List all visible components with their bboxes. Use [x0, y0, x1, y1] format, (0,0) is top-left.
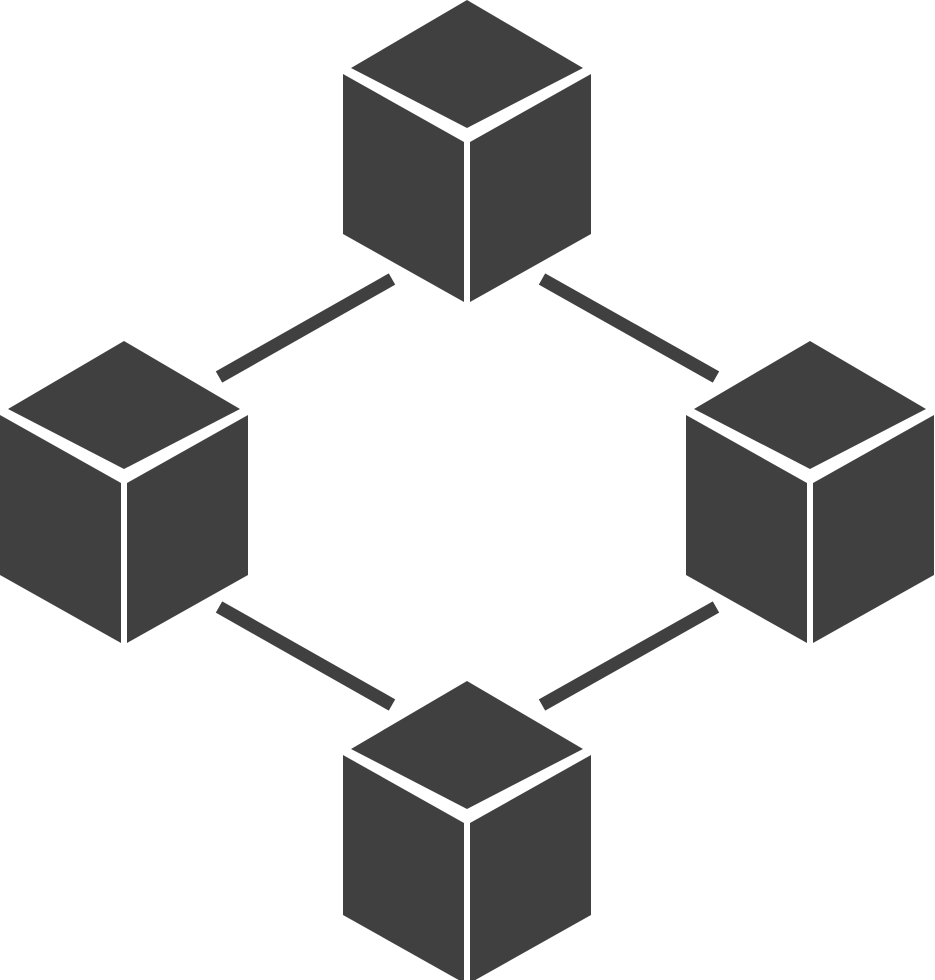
link-top-left [215, 273, 396, 383]
cube-right [686, 341, 934, 643]
cube-top-face [351, 0, 583, 128]
cube-top-face [694, 341, 926, 469]
cube-right-face [470, 755, 591, 980]
link-left-bottom [215, 601, 396, 711]
cube-left-face [343, 74, 464, 302]
cube-top-face [351, 681, 583, 809]
cube-left-face [0, 415, 121, 643]
link-right-bottom [538, 601, 720, 711]
cube-left [0, 341, 248, 643]
cube-left-face [343, 755, 464, 980]
connection-lines [215, 273, 720, 711]
cube-right-face [813, 415, 934, 643]
cube-bottom [343, 681, 591, 980]
cube-top [343, 0, 591, 302]
cube-top-face [8, 341, 240, 469]
cube-right-face [470, 74, 591, 302]
cube-right-face [127, 415, 248, 643]
link-top-right [538, 273, 720, 383]
cube-left-face [686, 415, 807, 643]
